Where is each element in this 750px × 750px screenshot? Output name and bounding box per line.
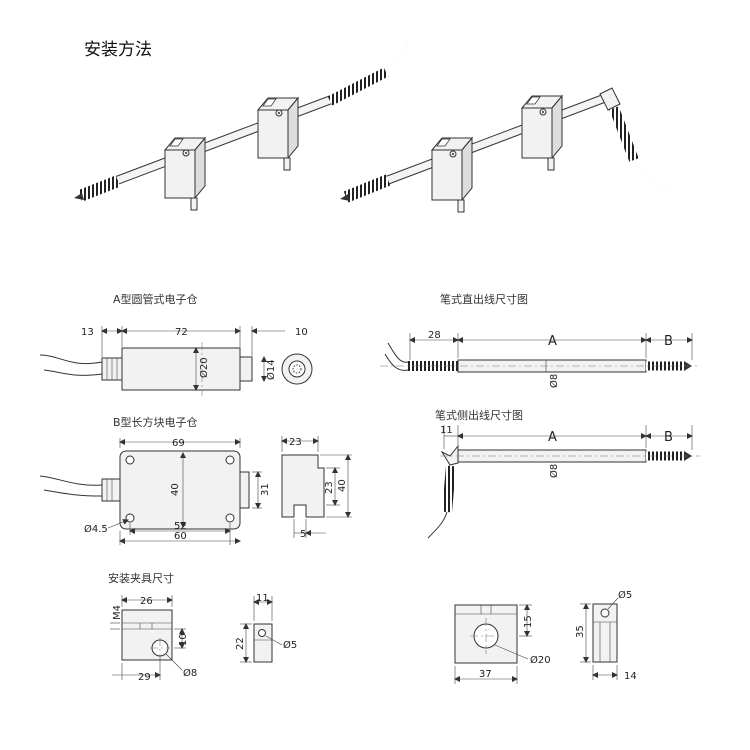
b-type-side-view: 23 23 40 5 [281,436,352,540]
clamp-side-view: 35 Ø5 14 [575,589,637,682]
b-type-title: B型长方块电子仓 [113,415,198,429]
dim-f-d8: Ø8 [183,667,197,679]
dim-h-d20: Ø20 [530,654,551,666]
install-illustration-left [74,41,408,211]
fixture-side-view: 11 22 Ø5 [235,593,297,663]
fixture-front-view: 26 M4 10 29 Ø8 [110,595,197,683]
dim-s-23: 23 [289,437,302,448]
dim-s-5: 5 [300,529,306,540]
pen-straight-drawing: 28 A B Ø8 [380,330,700,388]
dim-g-11: 11 [256,593,269,604]
dim-p-28: 28 [428,330,441,341]
dim-h-37: 37 [479,669,492,680]
dim-b-40: 40 [170,483,181,496]
pen-straight-title: 笔式直出线尺寸图 [440,292,528,306]
dim-k-35: 35 [575,625,586,638]
a-type-drawing: 13 72 10 Ø20 Ø14 [39,326,313,396]
install-title: 安装方法 [84,40,152,60]
dim-f-m4: M4 [112,605,123,620]
install-illustration-right [340,87,669,213]
dim-q-a: A [548,430,557,445]
b-type-drawing: 69 40 31 52 60 Ø4.5 [39,438,271,545]
dim-p-a: A [548,334,557,349]
dim-s-23b: 23 [324,481,335,494]
dim-k-d5: Ø5 [618,589,632,601]
pen-side-title: 笔式侧出线尺寸图 [435,408,523,422]
dim-s-40: 40 [337,479,348,492]
clamp-front-view: 15 Ø20 37 [454,604,551,684]
dim-p-d8: Ø8 [548,374,560,388]
pen-side-drawing: 11 A B Ø8 [427,425,700,539]
dim-a-10: 10 [295,327,308,338]
dim-a-d14: Ø14 [265,359,277,380]
dim-f-26: 26 [140,596,153,607]
dim-b-31: 31 [260,483,271,496]
dim-b-60: 60 [174,531,187,542]
dim-g-22: 22 [235,637,246,650]
dim-q-b: B [664,430,673,445]
dim-q-11: 11 [440,425,453,436]
dim-a-d20: Ø20 [198,357,210,378]
dim-g-d5: Ø5 [283,639,297,651]
fixture-title: 安装夹具尺寸 [108,571,174,585]
dim-a-72: 72 [175,327,188,338]
dim-k-14: 14 [624,671,637,682]
dim-b-d45: Ø4.5 [84,523,108,535]
dim-b-69: 69 [172,438,185,449]
dim-h-15: 15 [523,615,534,628]
dim-a-13: 13 [81,327,94,338]
dim-f-10: 10 [178,633,189,646]
dim-p-b: B [664,334,673,349]
a-type-title: A型圆管式电子仓 [113,292,198,306]
dim-f-29: 29 [138,672,151,683]
dim-b-52: 52 [174,521,187,532]
dim-q-d8: Ø8 [548,464,560,478]
